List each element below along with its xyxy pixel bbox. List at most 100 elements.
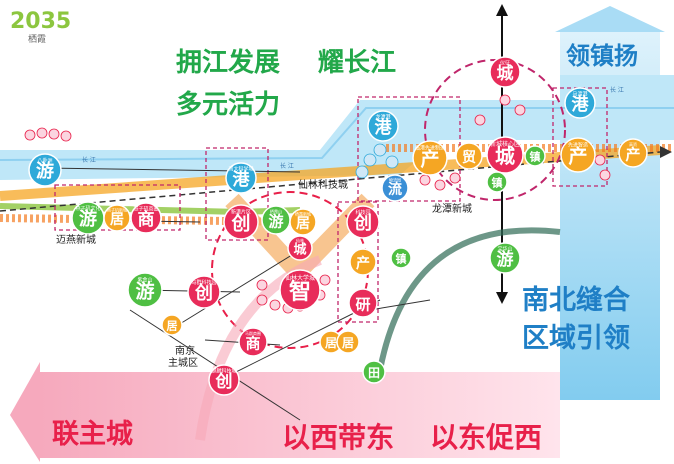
node-char: 流 — [388, 181, 402, 198]
node-circle — [489, 242, 521, 274]
node-char: 城 — [293, 241, 306, 257]
node-n20: 产 — [349, 248, 377, 276]
label-nanjing2: 主城区 — [168, 357, 198, 369]
node-circle — [362, 360, 386, 384]
node-circle — [455, 142, 483, 170]
node-n10: 城仙林 — [287, 235, 313, 261]
label-nanjing1: 南京 — [175, 344, 195, 357]
node-circle — [161, 314, 183, 336]
node-circle — [348, 288, 378, 318]
label-xianlin: 仙林科技城 — [298, 178, 348, 191]
node-circle — [279, 269, 321, 311]
node-char: 游 — [497, 249, 514, 270]
node-label: 燕子矶商圈 — [133, 206, 158, 213]
node-char: 创 — [194, 282, 213, 304]
slogan-bottom-left: 联主城 — [52, 419, 133, 450]
node-circle — [367, 110, 399, 142]
node-label: 栖霞山 — [270, 208, 282, 214]
node-circle — [103, 204, 131, 232]
node-circle — [381, 174, 409, 202]
node-char: 创 — [353, 212, 372, 234]
logo: 2035 栖霞 — [10, 9, 71, 45]
node-char: 商 — [245, 334, 260, 352]
slogan-top-right: 领镇扬 — [566, 42, 638, 70]
node-circle — [618, 138, 648, 168]
node-char: 居 — [167, 320, 178, 333]
node-label: 紫金山 — [137, 277, 152, 284]
node-char: 游 — [79, 208, 97, 230]
node-label: 龙潭港 — [375, 114, 390, 121]
minor-nodes — [24, 94, 611, 314]
node-char: 港 — [233, 169, 251, 190]
node-circle — [28, 153, 62, 187]
node-char: 产 — [356, 255, 370, 272]
node-circle — [208, 364, 240, 396]
node-n33: 产高资 — [618, 138, 648, 168]
node-layer: 游八卦洲游燕子矶文化居燕子矶新城商燕子矶商圈港南大科学城创新港片区游栖霞山居栖霞… — [28, 56, 648, 396]
node-circle — [349, 248, 377, 276]
node-label: 仙林大学城 — [285, 274, 315, 282]
node-char: 商 — [138, 209, 155, 230]
slogan-line1: 拥江发展 — [176, 48, 281, 78]
node-circle — [127, 272, 163, 308]
node-n14: 居 — [161, 314, 183, 336]
label-river-left: 长 江 — [82, 156, 96, 164]
node-label: 宝华山 — [497, 246, 512, 253]
node-n17: 居 — [319, 330, 343, 354]
node-label: 新港片区 — [231, 209, 251, 216]
node-circle — [390, 247, 412, 269]
node-char: 镇 — [492, 176, 503, 190]
node-char: 创 — [230, 212, 250, 235]
node-circle — [336, 330, 360, 354]
node-char: 城 — [495, 144, 515, 168]
node-n25: 城仪征 — [489, 56, 521, 88]
node-char: 产 — [625, 145, 640, 163]
node-char: 产 — [420, 148, 439, 171]
slogan-bottom-mid: 以西带东 — [282, 421, 395, 454]
node-char: 创 — [215, 371, 233, 392]
node-circle — [289, 208, 317, 236]
node-label: 临港先进制造 — [415, 145, 445, 152]
node-n27: 贸 — [455, 142, 483, 170]
slogan-bottom-right: 以东促西 — [430, 421, 543, 454]
node-circle — [130, 202, 162, 234]
node-n18: 居 — [336, 330, 360, 354]
node-char: 游 — [135, 280, 154, 303]
node-circle — [238, 327, 268, 357]
node-label: 马渡港 — [572, 91, 587, 98]
node-circle — [486, 136, 524, 174]
node-circle — [187, 275, 221, 309]
green-arc — [377, 227, 561, 371]
node-n34: 镇 — [524, 145, 546, 167]
node-label: 马群商圈 — [245, 330, 261, 336]
node-circle — [486, 171, 508, 193]
node-n28: 镇 — [486, 171, 508, 193]
node-char: 智 — [289, 279, 311, 305]
logo-year: 2035 — [10, 9, 71, 34]
node-label: 马群科技园 — [191, 279, 216, 286]
node-label: 科技园 — [355, 209, 370, 216]
node-circle — [346, 205, 380, 239]
slogan-right-mid1: 南北缝合 — [522, 285, 630, 316]
node-char: 游 — [268, 212, 283, 230]
node-n29: 镇 — [390, 247, 412, 269]
node-label: 南大科学城 — [228, 166, 253, 173]
node-label: 新城核心区 — [490, 140, 520, 148]
